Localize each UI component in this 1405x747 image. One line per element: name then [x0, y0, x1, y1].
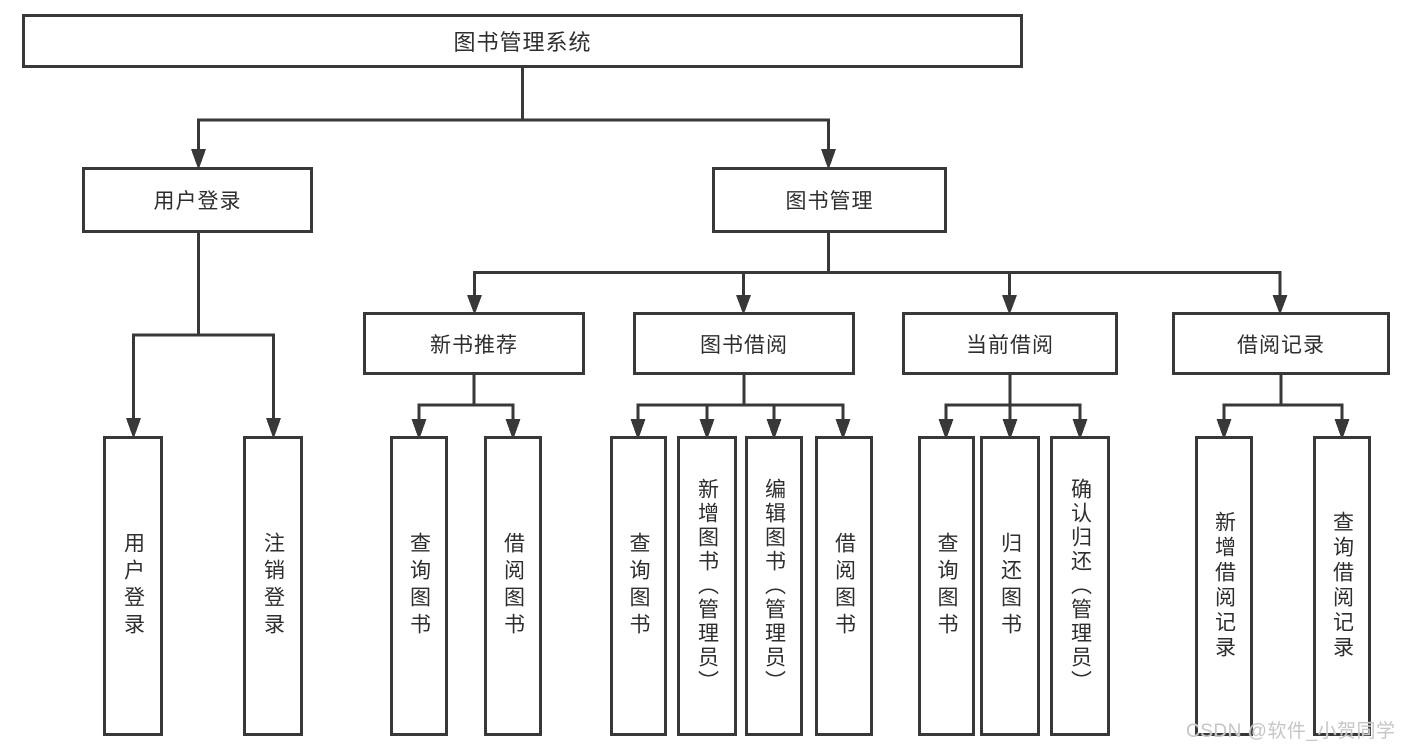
connector-current-branch: [944, 375, 1082, 421]
node-leaf-borrow-books-borrowing: 借阅图书: [815, 436, 873, 736]
connector-borrowing-branch: [636, 375, 845, 421]
node-label: 新增借阅记录: [1212, 511, 1236, 661]
arrowheads-borrowing: [630, 419, 851, 440]
node-root-system: 图书管理系统: [22, 14, 1023, 68]
arrowheads-level3: [467, 295, 1288, 315]
node-label: 借阅记录: [1237, 333, 1325, 357]
arrow-down-icon: [266, 418, 281, 439]
arrow-down-icon: [821, 149, 836, 170]
node-label: 归还图书: [998, 532, 1022, 640]
arrowheads-level2: [191, 149, 836, 170]
arrow-down-icon: [467, 295, 482, 315]
node-leaf-query-books-current: 查询图书: [918, 436, 975, 736]
arrow-down-icon: [505, 419, 521, 440]
node-book-management: 图书管理: [712, 167, 947, 233]
node-label: 图书管理: [785, 190, 874, 213]
arrow-down-icon: [736, 295, 751, 315]
arrow-down-icon: [699, 419, 715, 440]
node-label: 编辑图书（管理员）: [762, 478, 786, 694]
arrowheads-records: [1216, 419, 1350, 440]
node-label: 借阅图书: [501, 532, 525, 640]
arrowheads-current: [938, 419, 1088, 440]
arrow-down-icon: [1002, 295, 1017, 315]
node-label: 图书借阅: [700, 333, 788, 357]
node-label: 新书推荐: [430, 333, 518, 357]
node-leaf-add-books-admin: 新增图书（管理员）: [677, 436, 737, 736]
connector-records-branch: [1222, 375, 1344, 421]
node-label: 图书管理系统: [453, 30, 592, 55]
csdn-watermark: CSDN @软件_小贺同学: [1186, 721, 1396, 742]
node-current-borrowing: 当前借阅: [902, 312, 1118, 375]
node-label: 确认归还（管理员）: [1068, 478, 1092, 694]
node-label: 当前借阅: [966, 333, 1054, 357]
node-leaf-query-books-recommend: 查询图书: [390, 436, 448, 736]
connector-bookmgmt-to-level3: [473, 233, 1282, 297]
arrow-down-icon: [1002, 419, 1018, 440]
node-label: 注销登录: [261, 532, 285, 640]
arrow-down-icon: [766, 419, 782, 440]
node-leaf-user-login: 用户登录: [103, 436, 163, 736]
arrow-down-icon: [1216, 419, 1232, 440]
node-leaf-confirm-return-admin: 确认归还（管理员）: [1050, 436, 1110, 736]
connector-newbooks-branch: [417, 375, 515, 421]
node-leaf-query-books-borrowing: 查询图书: [610, 436, 667, 736]
arrow-down-icon: [630, 419, 646, 440]
node-new-book-recommend: 新书推荐: [363, 312, 585, 375]
arrow-down-icon: [1272, 295, 1288, 315]
node-label: 借阅图书: [832, 532, 856, 640]
node-leaf-return-books: 归还图书: [980, 436, 1040, 736]
connector-userlogin-branch: [132, 233, 275, 420]
node-leaf-borrow-books-recommend: 借阅图书: [484, 436, 542, 736]
arrow-down-icon: [1072, 419, 1088, 440]
arrow-down-icon: [126, 418, 141, 439]
node-book-borrowing: 图书借阅: [633, 312, 855, 375]
node-leaf-edit-books-admin: 编辑图书（管理员）: [745, 436, 803, 736]
connector-root-to-level2: [197, 66, 830, 151]
arrow-down-icon: [835, 419, 851, 440]
arrow-down-icon: [938, 419, 954, 440]
node-label: 用户登录: [121, 532, 145, 640]
node-label: 新增图书（管理员）: [695, 478, 719, 694]
node-label: 查询借阅记录: [1330, 511, 1354, 661]
arrow-down-icon: [411, 419, 427, 440]
node-label: 用户登录: [153, 190, 242, 213]
arrowheads-userlogin: [126, 418, 281, 439]
node-leaf-query-borrow-record: 查询借阅记录: [1313, 436, 1371, 736]
arrow-down-icon: [191, 149, 206, 170]
node-label: 查询图书: [627, 532, 650, 640]
arrowheads-newbooks: [411, 419, 521, 440]
arrow-down-icon: [1334, 419, 1350, 440]
node-leaf-add-borrow-record: 新增借阅记录: [1195, 436, 1253, 736]
node-label: 查询图书: [407, 532, 431, 640]
node-leaf-logout: 注销登录: [243, 436, 303, 736]
node-user-login: 用户登录: [82, 167, 313, 233]
node-label: 查询图书: [935, 532, 958, 640]
node-borrowing-records: 借阅记录: [1172, 312, 1390, 375]
